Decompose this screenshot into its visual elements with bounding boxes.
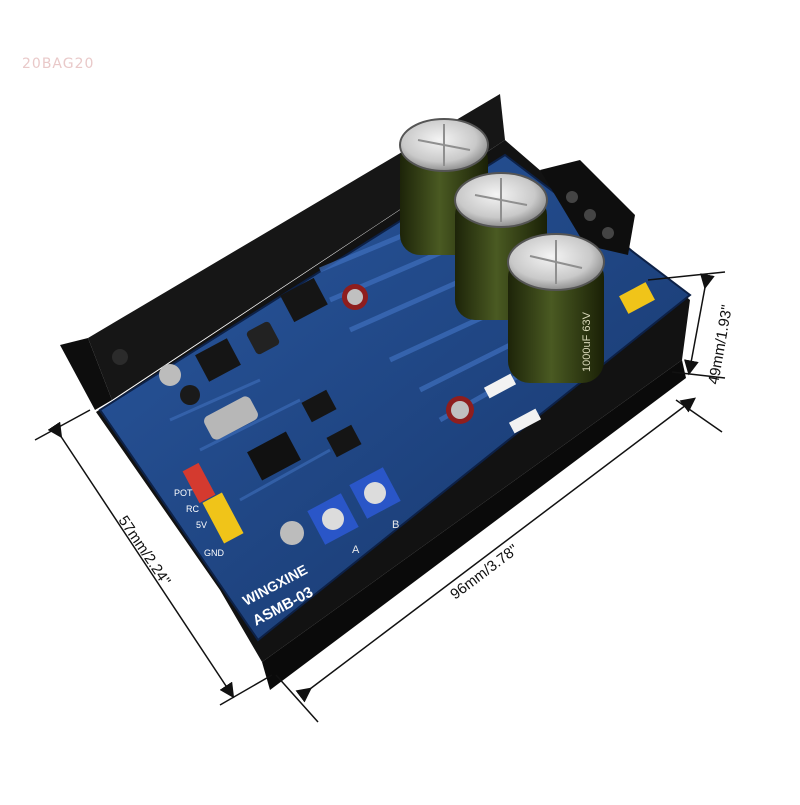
width-label: 57mm/2.24"	[115, 513, 174, 589]
mounting-screw	[342, 284, 368, 310]
capacitor-marking: 1000uF 63V	[581, 311, 593, 372]
pot-label-b: B	[392, 519, 399, 531]
capacitor: 1000uF 63V	[507, 233, 605, 383]
mounting-screw	[446, 396, 474, 424]
pot-label-a: A	[352, 544, 360, 556]
pin-label: POT	[174, 488, 193, 498]
pin-label: GND	[204, 548, 225, 558]
terminal-block	[540, 160, 635, 255]
watermark: 20BAG20	[22, 56, 95, 72]
height-label: 49mm/1.93"	[705, 304, 736, 386]
pin-label: RC	[186, 504, 199, 514]
pin-label: 5V	[196, 520, 207, 530]
length-label: 96mm/3.78"	[447, 541, 521, 603]
